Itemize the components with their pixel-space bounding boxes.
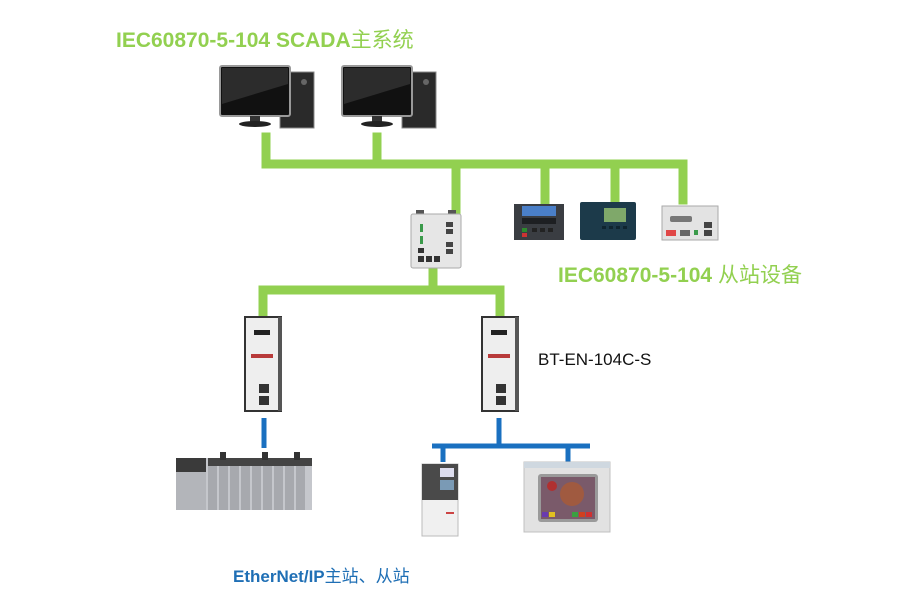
vfd-drive-icon xyxy=(421,463,459,537)
scada-pc-2-icon xyxy=(341,65,437,129)
plc-rack-icon xyxy=(176,452,312,510)
scada-master-label-suffix: 主系统 xyxy=(350,29,414,52)
scada-pc-1-icon xyxy=(219,65,315,129)
scada-master-label: IEC60870-5-104 SCADA主系统 xyxy=(116,24,414,54)
slave-devices-label-suffix: 从站设备 xyxy=(717,264,802,287)
slave-devices-label-prefix: IEC60870-5-104 xyxy=(558,264,718,287)
ethernetip-label: EtherNet/IP主站、从站 xyxy=(233,562,410,587)
scada-master-label-prefix: IEC60870-5-104 SCADA xyxy=(116,29,351,52)
industrial-switch-icon xyxy=(410,210,462,269)
slave-relay-2-icon xyxy=(580,202,636,240)
ethernetip-links xyxy=(261,418,590,462)
iec104-links xyxy=(258,132,688,321)
hmi-panel-icon xyxy=(523,461,611,533)
slave-relay-1-icon xyxy=(514,204,564,240)
ethernetip-label-prefix: EtherNet/IP xyxy=(233,567,325,586)
slave-devices-label: IEC60870-5-104 从站设备 xyxy=(558,259,802,289)
gateway-2-icon xyxy=(481,316,519,412)
slave-rtu-icon xyxy=(661,205,719,241)
gateway-1-icon xyxy=(244,316,282,412)
ethernetip-label-suffix: 主站、从站 xyxy=(324,567,410,586)
gateway-model-label: BT-EN-104C-S xyxy=(538,350,652,369)
